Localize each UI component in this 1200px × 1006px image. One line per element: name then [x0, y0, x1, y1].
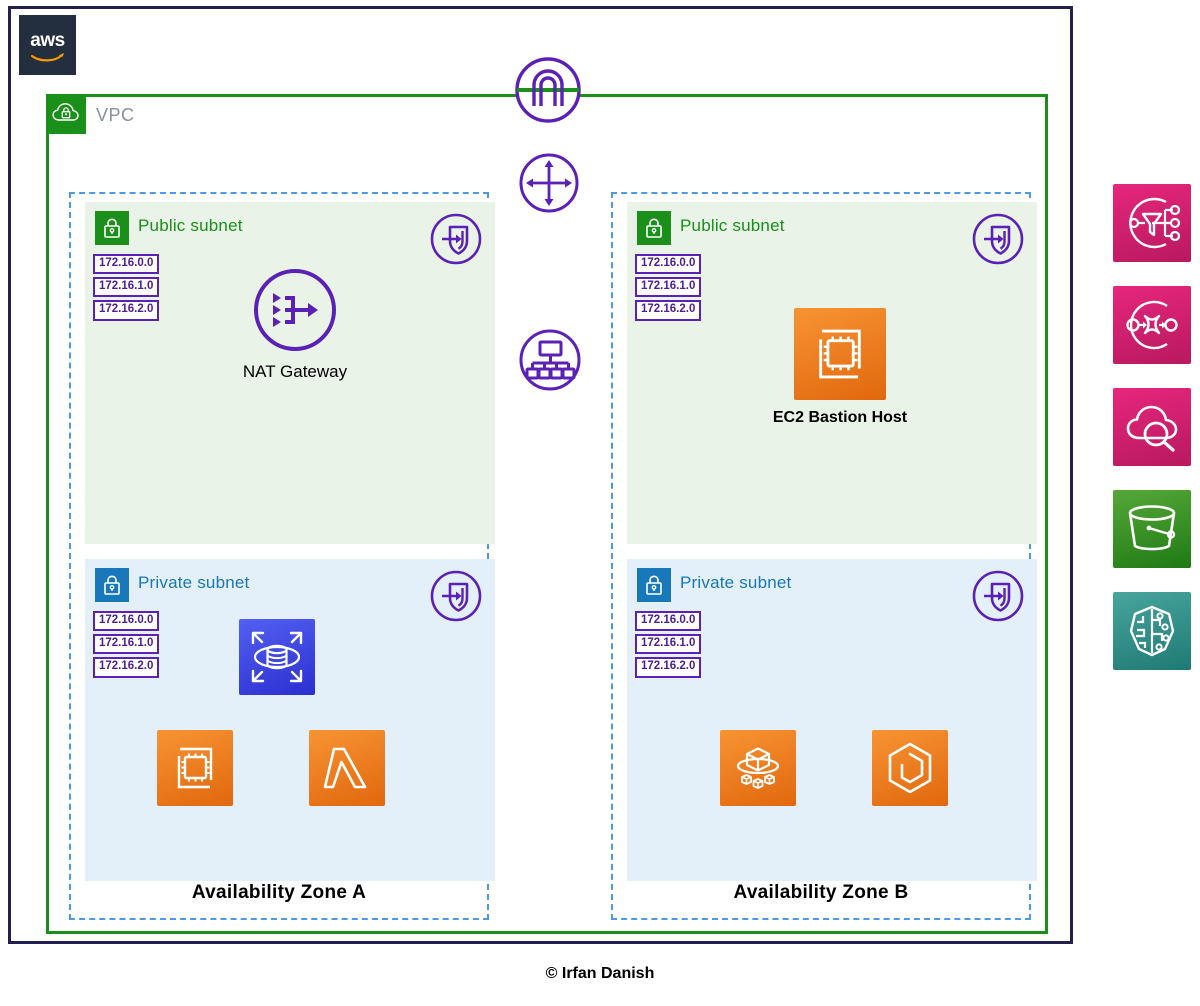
router-icon [519, 153, 579, 213]
cidr-chip: 172.16.1.0 [635, 277, 701, 298]
container-orbit-icon [736, 747, 780, 789]
internet-gateway [512, 54, 584, 131]
database-scaling-icon [251, 631, 303, 683]
kinesis-data-firehose [1113, 286, 1191, 364]
cidr-chip: 172.16.0.0 [93, 254, 159, 275]
cidr-chip: 172.16.1.0 [635, 634, 701, 655]
cloud-search-icon [1126, 405, 1178, 452]
ec2-chip-icon [177, 747, 213, 789]
cidr-chip: 172.16.2.0 [635, 657, 701, 678]
public-subnet-b-cidr-list: 172.16.0.0 172.16.1.0 172.16.2.0 [635, 254, 701, 321]
network-acl-icon [971, 569, 1025, 623]
lock-icon [95, 211, 129, 245]
network-acl-icon [971, 212, 1025, 266]
cloudwatch [1113, 388, 1191, 466]
private-subnet-a: Private subnet 172.16.0.0 172.16.1.0 172… [85, 559, 495, 881]
network-acl-icon [429, 212, 483, 266]
cidr-chip: 172.16.2.0 [93, 300, 159, 321]
private-subnet-a-title: Private subnet [138, 573, 250, 592]
availability-zone-b-label: Availability Zone B [733, 882, 909, 903]
public-subnet-b: Public subnet 172.16.0.0 172.16.1.0 172.… [627, 202, 1037, 544]
eks-kubernetes [872, 730, 948, 806]
analytics-funnel-icon [1128, 197, 1181, 249]
aws-logo-text: aws [30, 29, 65, 51]
lambda-icon [323, 747, 367, 789]
ec2-chip-icon [819, 329, 861, 379]
cidr-chip: 172.16.0.0 [93, 611, 159, 632]
service-icon-strip [1113, 184, 1191, 670]
nat-gateway-caption: NAT Gateway [242, 362, 348, 381]
cidr-chip: 172.16.2.0 [635, 300, 701, 321]
public-subnet-a-title: Public subnet [138, 216, 243, 235]
lock-icon [637, 568, 671, 602]
hexagon-container-icon [888, 742, 932, 794]
private-subnet-b-cidr-list: 172.16.0.0 172.16.1.0 172.16.2.0 [635, 611, 701, 678]
cidr-chip: 172.16.0.0 [635, 611, 701, 632]
ec2-instance [157, 730, 233, 806]
s3-bucket [1113, 490, 1191, 568]
private-subnet-b: Private subnet 172.16.0.0 172.16.1.0 172… [627, 559, 1037, 881]
lock-icon [95, 568, 129, 602]
cidr-chip: 172.16.1.0 [93, 277, 159, 298]
public-subnet-a-cidr-list: 172.16.0.0 172.16.1.0 172.16.2.0 [93, 254, 159, 321]
vpc-boundary: VPC Public subnet 172.16 [46, 94, 1048, 934]
route-table-icon [519, 329, 581, 391]
aurora-database [239, 619, 315, 695]
bucket-icon [1128, 505, 1176, 551]
sagemaker [1113, 592, 1191, 670]
availability-zone-b: Public subnet 172.16.0.0 172.16.1.0 172.… [611, 192, 1037, 920]
nat-gateway-icon [254, 269, 336, 351]
public-subnet-a: Public subnet 172.16.0.0 172.16.1.0 172.… [85, 202, 495, 544]
firehose-transform-icon [1126, 300, 1178, 350]
ecs-container-service [720, 730, 796, 806]
router [516, 150, 582, 221]
cidr-chip: 172.16.0.0 [635, 254, 701, 275]
vpc-label: VPC [96, 105, 135, 125]
ec2-bastion-host [794, 308, 886, 400]
private-subnet-a-cidr-list: 172.16.0.0 172.16.1.0 172.16.2.0 [93, 611, 159, 678]
private-subnet-b-title: Private subnet [680, 573, 792, 592]
vpc-cloud-lock-icon [46, 94, 86, 134]
lambda-function [309, 730, 385, 806]
aws-swoosh-icon [30, 52, 64, 61]
network-acl-icon [429, 569, 483, 623]
public-subnet-b-title: Public subnet [680, 216, 785, 235]
route-table [516, 326, 584, 399]
brain-circuit-icon [1129, 605, 1175, 657]
aws-account-boundary: aws VPC [8, 6, 1073, 944]
aws-logo: aws [19, 15, 76, 75]
availability-zone-a-label: Availability Zone A [191, 882, 367, 903]
cidr-chip: 172.16.1.0 [93, 634, 159, 655]
lock-icon [637, 211, 671, 245]
nat-gateway [252, 267, 338, 358]
internet-gateway-icon [515, 57, 581, 123]
kinesis-data-analytics [1113, 184, 1191, 262]
footer-credit: © Irfan Danish [545, 965, 655, 982]
cidr-chip: 172.16.2.0 [93, 657, 159, 678]
ec2-bastion-host-caption: EC2 Bastion Host [772, 409, 908, 426]
availability-zone-a: Public subnet 172.16.0.0 172.16.1.0 172.… [69, 192, 495, 920]
